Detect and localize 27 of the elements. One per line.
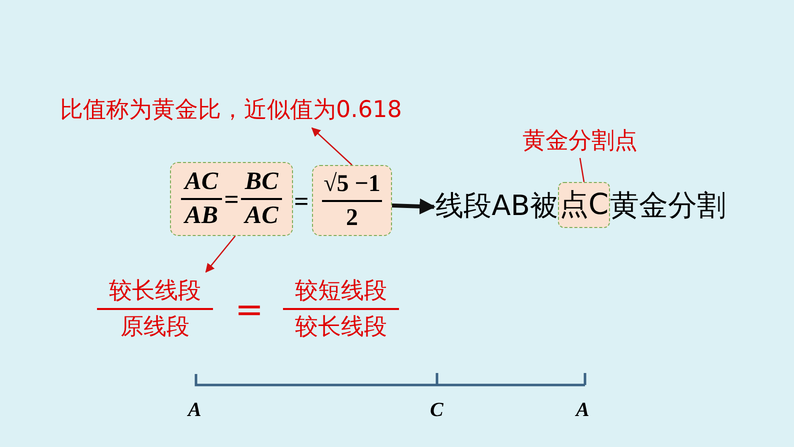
leader-line <box>579 158 585 182</box>
numerator: √5 −1 <box>322 170 382 198</box>
equals-sign: = <box>294 186 309 218</box>
arrow <box>392 198 436 214</box>
arrow <box>311 127 352 166</box>
denominator: AB <box>182 201 220 231</box>
numerator: AC <box>182 167 220 197</box>
denominator: 2 <box>344 204 359 232</box>
point-label: A <box>188 398 202 423</box>
denominator: 原线段 <box>120 313 190 342</box>
numerator: 较长线段 <box>108 277 202 306</box>
denominator: 较长线段 <box>294 313 388 342</box>
highlighted-text: 点C <box>559 186 609 224</box>
arrow <box>205 236 236 273</box>
statement-text: 线段AB被 <box>434 184 558 228</box>
numerator: BC <box>244 167 280 197</box>
statement-text: 黄金分割 <box>610 184 734 228</box>
numerator: 较短线段 <box>294 277 388 306</box>
formula-box <box>312 165 392 236</box>
equals-sign: = <box>224 184 239 216</box>
equals-sign: = <box>235 290 264 330</box>
annotation-text: 黄金分割点 <box>510 124 650 158</box>
point-label: C <box>430 398 444 423</box>
formula-box <box>170 162 293 236</box>
annotation-text: 比值称为黄金比，近似值为0.618 <box>60 92 460 128</box>
denominator: AC <box>242 201 280 231</box>
point-label: A <box>576 398 590 423</box>
